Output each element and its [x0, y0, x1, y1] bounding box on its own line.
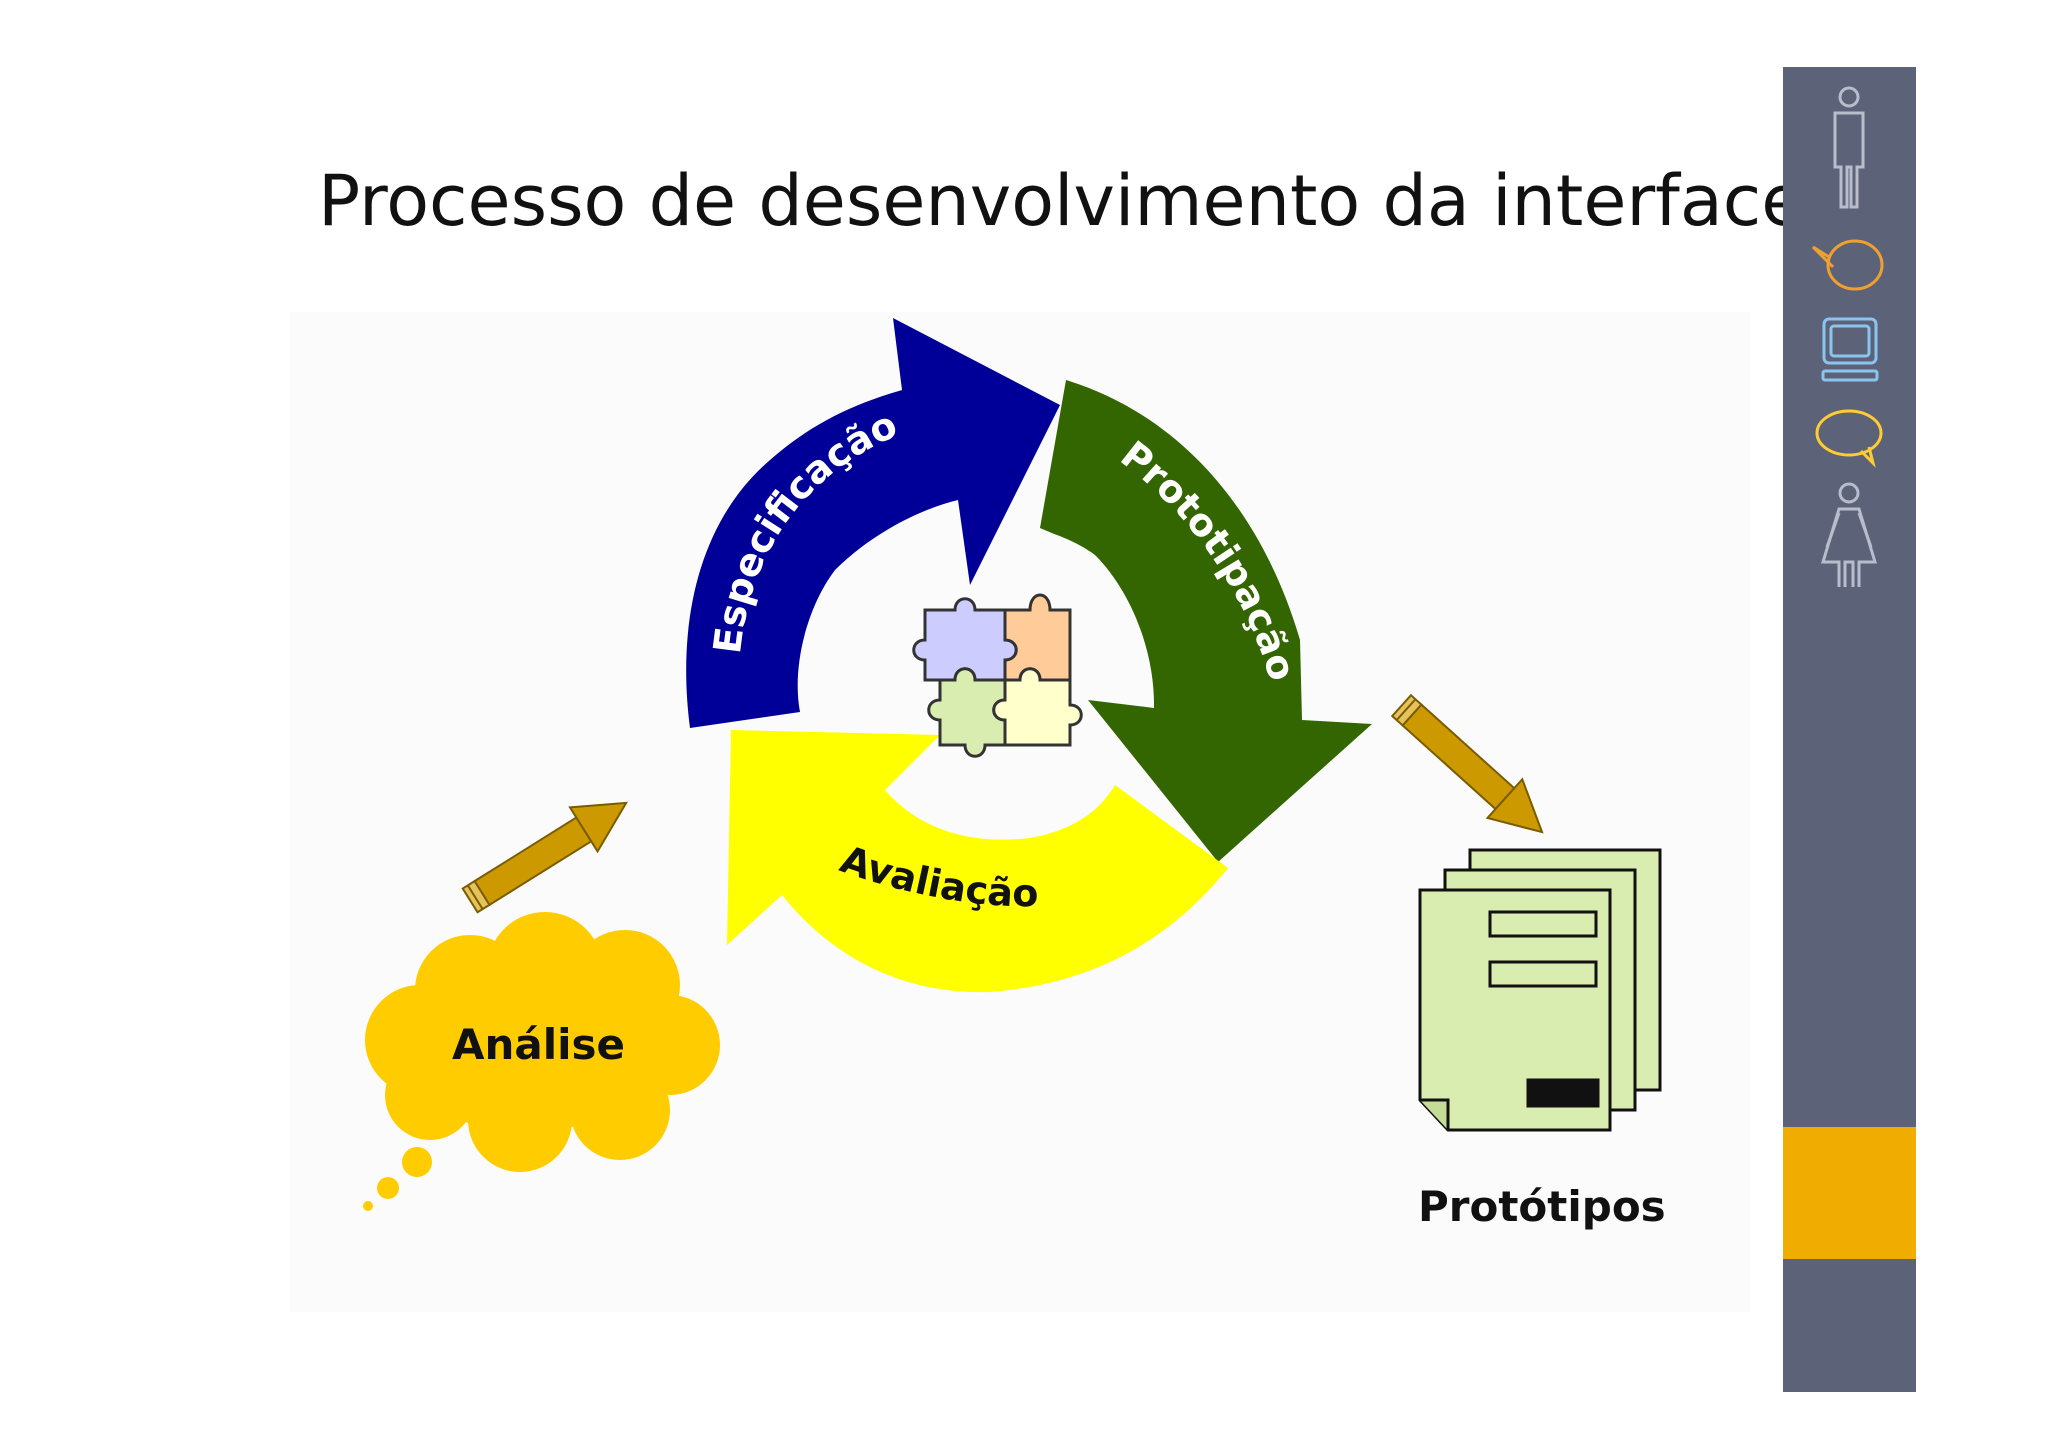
- sidebar-accent-block: [1783, 1127, 1916, 1259]
- pencil-analysis-icon: [461, 801, 629, 914]
- speech-bubble-icon: [1811, 239, 1884, 291]
- pencil-prototypes-icon: [1390, 693, 1544, 834]
- evaluation-arrow: [727, 730, 1228, 993]
- monitor-icon: [1821, 317, 1879, 382]
- prototypes-label: Protótipos: [1418, 1182, 1666, 1231]
- analysis-cloud-icon: [363, 912, 720, 1211]
- specification-arrow: [686, 318, 1060, 728]
- analysis-label: Análise: [452, 1020, 626, 1069]
- puzzle-icon: [912, 593, 1083, 758]
- prototypes-document-icon: [1418, 848, 1662, 1132]
- slide-title: Processo de desenvolvimento da interface: [318, 160, 1805, 242]
- speech-bubble-yellow-icon: [1815, 409, 1883, 468]
- woman-icon: [1820, 482, 1878, 587]
- prototyping-arrow: [1040, 380, 1372, 862]
- man-icon: [1833, 86, 1865, 209]
- sidebar-icons: [1811, 86, 1884, 587]
- sidebar-decoration: [1783, 67, 1916, 1392]
